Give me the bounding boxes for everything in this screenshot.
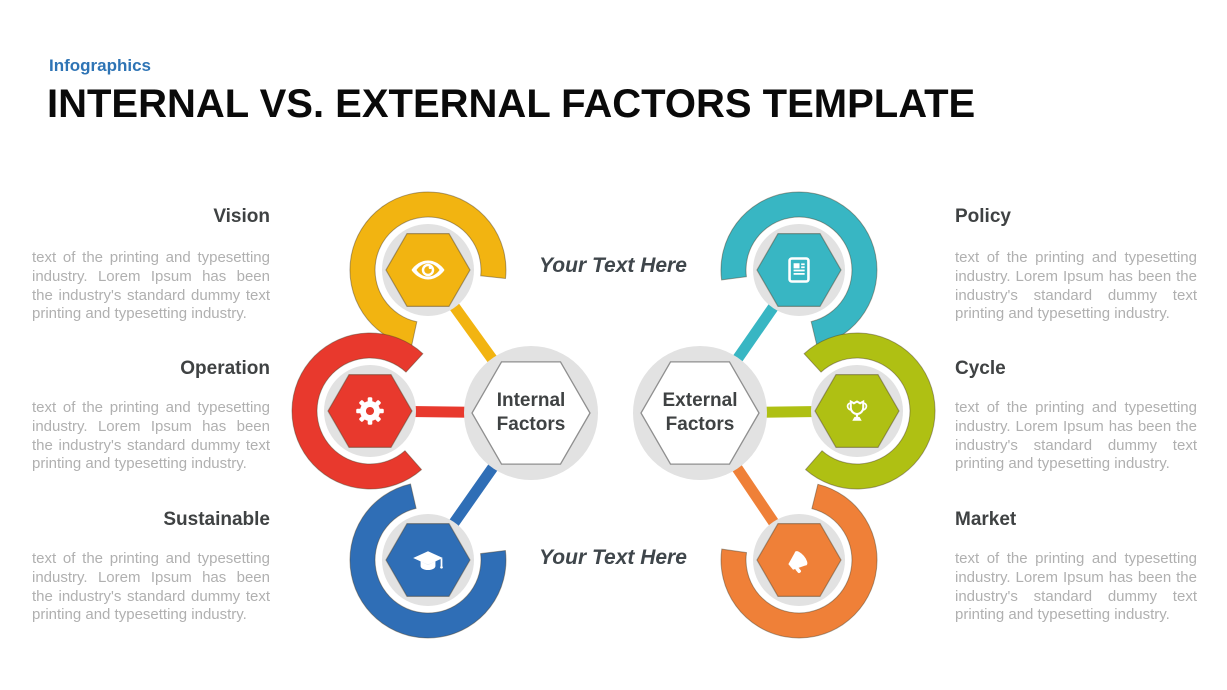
factor-description: text of the printing and typesetting ind… [32, 399, 270, 473]
arc-ring [349, 191, 507, 347]
your-text-bottom: Your Text Here [539, 546, 687, 569]
trophy-icon [846, 399, 868, 421]
page-title: INTERNAL VS. EXTERNAL FACTORS TEMPLATE [47, 82, 976, 126]
external-factors-label: External Factors [662, 390, 738, 435]
megaphone-icon [788, 551, 808, 574]
document-icon [788, 257, 810, 283]
factor-description: text of the printing and typesetting ind… [955, 550, 1197, 624]
gear-icon [356, 397, 384, 425]
factor-block-market: Market text of the printing and typesett… [955, 509, 1197, 625]
factor-heading: Sustainable [163, 509, 270, 530]
factor-block-policy: Policy text of the printing and typesett… [955, 206, 1197, 324]
factor-block-cycle: Cycle text of the printing and typesetti… [955, 358, 1197, 474]
factor-heading: Cycle [955, 358, 1006, 379]
arc-ring [349, 483, 507, 639]
factor-heading: Policy [955, 206, 1011, 227]
factor-hexagon [814, 374, 900, 448]
factor-heading: Operation [180, 358, 270, 379]
internal-factors-label: Internal Factors [496, 390, 566, 435]
factor-hexagon [327, 374, 413, 448]
factor-description: text of the printing and typesetting ind… [955, 249, 1197, 323]
factor-description: text of the printing and typesetting ind… [32, 249, 270, 323]
center-hexagon [640, 361, 760, 465]
factor-block-sustainable: Sustainable text of the printing and typ… [32, 509, 270, 625]
factor-heading: Market [955, 509, 1017, 530]
factor-block-vision: Vision text of the printing and typesett… [32, 206, 270, 324]
arc-ring [803, 332, 936, 490]
factor-heading: Vision [213, 206, 270, 227]
factor-description: text of the printing and typesetting ind… [32, 550, 270, 624]
eye-icon [411, 260, 445, 280]
arc-ring [720, 483, 878, 639]
factor-description: text of the printing and typesetting ind… [955, 399, 1197, 473]
factor-block-operation: Operation text of the printing and types… [32, 358, 270, 474]
graduation-cap-icon [413, 551, 443, 570]
eyebrow-label: Infographics [49, 56, 152, 75]
your-text-top: Your Text Here [539, 254, 687, 277]
center-hexagon [471, 361, 591, 465]
arc-ring [291, 332, 424, 490]
